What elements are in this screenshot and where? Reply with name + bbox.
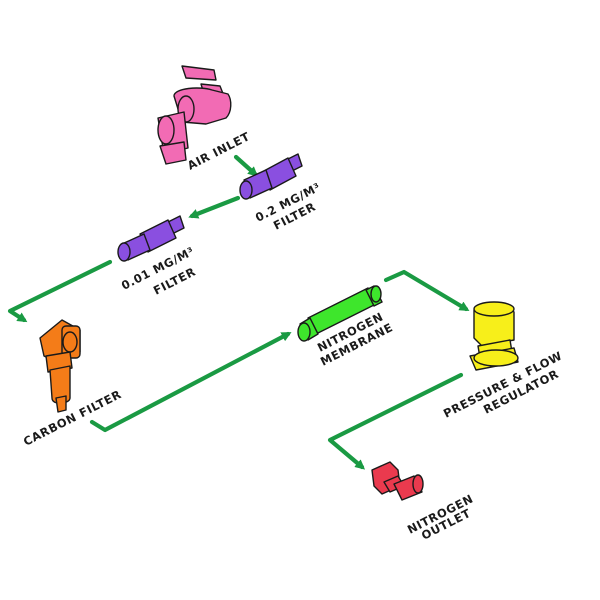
carbon-filter-label: CARBON FILTER: [21, 387, 124, 449]
air-inlet-label: AIR INLET: [185, 129, 252, 173]
flow-arrow-inlet-to-filter02: [233, 154, 258, 177]
filter-02-icon: [239, 153, 303, 200]
pressure-flow-regulator-icon: [469, 301, 519, 371]
filter-001-icon: [117, 215, 185, 262]
carbon-filter-icon: [39, 319, 81, 413]
flow-arrows: [7, 154, 470, 470]
flow-arrow-filter02-to-filter001: [188, 195, 241, 219]
flow-arrow-carbon-to-membrane: [89, 331, 292, 433]
flow-arrow-regulator-to-outlet: [327, 372, 464, 470]
flow-arrow-membrane-to-regulator: [383, 269, 470, 312]
flow-arrow-filter001-to-carbon: [7, 259, 113, 323]
air-inlet-tap-icon: [157, 65, 232, 165]
nitrogen-outlet-icon: [371, 461, 424, 501]
nitrogen-membrane-icon: [297, 285, 383, 342]
